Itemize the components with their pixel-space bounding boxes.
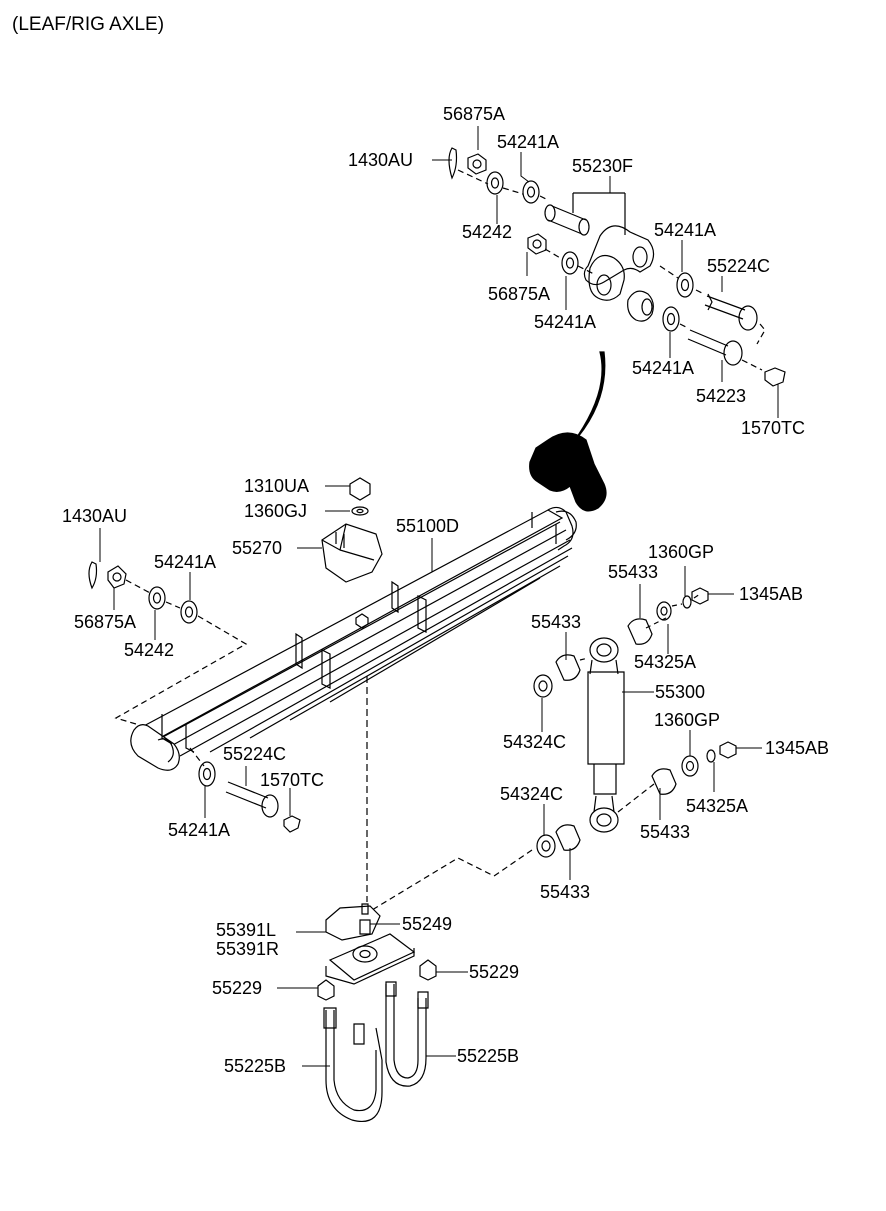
label-55224C-top: 55224C <box>707 256 771 276</box>
label-55249: 55249 <box>402 914 453 934</box>
label-1570TC-bot: 1570TC <box>260 770 325 790</box>
front-eye-fasteners <box>88 561 301 833</box>
label-55229-right: 55229 <box>469 962 520 982</box>
diagram-title: (LEAF/RIG AXLE) <box>12 14 165 35</box>
label-54223: 54223 <box>696 386 747 406</box>
label-54241A-left: 54241A <box>154 552 217 572</box>
label-54241A-mid: 54241A <box>534 312 597 332</box>
label-1360GP-bot: 1360GP <box>654 710 721 730</box>
leader-lines <box>99 126 779 1067</box>
label-54241A-top: 54241A <box>497 132 560 152</box>
label-54324C-bot: 54324C <box>500 784 564 804</box>
label-1345AB-bot: 1345AB <box>765 738 830 758</box>
label-55433-d: 55433 <box>540 882 591 902</box>
label-55225B-right: 55225B <box>457 1046 520 1066</box>
label-1310UA: 1310UA <box>244 476 310 496</box>
label-55100D: 55100D <box>396 516 460 536</box>
label-55433-c: 55433 <box>640 822 691 842</box>
bump-stopper <box>321 477 383 583</box>
label-56875A-mid: 56875A <box>488 284 551 304</box>
label-55433-b: 55433 <box>531 612 582 632</box>
label-54325A-top: 54325A <box>634 652 697 672</box>
label-1570TC-top: 1570TC <box>741 418 806 438</box>
label-54324C-top: 54324C <box>503 732 567 752</box>
label-1360GJ: 1360GJ <box>244 501 308 521</box>
label-55391L: 55391L <box>216 920 277 940</box>
label-55224C-bot: 55224C <box>223 744 287 764</box>
label-1360GP-top: 1360GP <box>648 542 715 562</box>
label-54242-left: 54242 <box>124 640 175 660</box>
label-54242-top: 54242 <box>462 222 513 242</box>
label-54241A-r2: 54241A <box>632 358 695 378</box>
label-54325A-bot: 54325A <box>686 796 749 816</box>
label-56875A-top: 56875A <box>443 104 506 124</box>
label-55225B-left: 55225B <box>224 1056 287 1076</box>
label-55391R: 55391R <box>216 939 280 959</box>
label-1430AU-left: 1430AU <box>62 506 128 526</box>
u-bolt-plate <box>317 903 437 1122</box>
label-54241A-r1: 54241A <box>654 220 717 240</box>
label-55433-a: 55433 <box>608 562 659 582</box>
label-55230F: 55230F <box>572 156 634 176</box>
label-1430AU-top: 1430AU <box>348 150 414 170</box>
label-1345AB-top: 1345AB <box>739 584 804 604</box>
label-56875A-left: 56875A <box>74 612 137 632</box>
label-55270: 55270 <box>232 538 283 558</box>
shackle-assembly <box>448 147 786 387</box>
shock-absorber <box>371 587 737 911</box>
label-54241A-bot: 54241A <box>168 820 231 840</box>
label-55300: 55300 <box>655 682 706 702</box>
leaf-spring <box>130 432 607 771</box>
label-55229-left: 55229 <box>212 978 263 998</box>
